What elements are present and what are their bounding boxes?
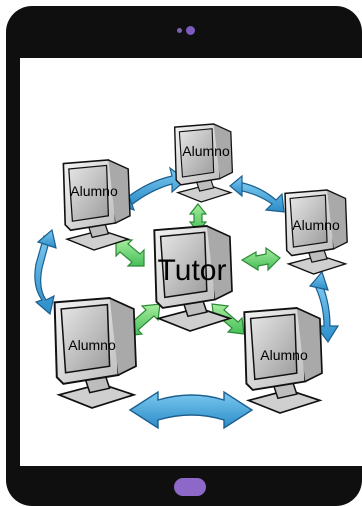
node-label: Alumno: [292, 217, 340, 233]
arrow-icon: [115, 239, 145, 267]
tutor-node: Tutor: [153, 225, 233, 332]
arrow-icon: [36, 228, 57, 249]
home-button[interactable]: [174, 478, 206, 496]
node-label: Alumno: [260, 347, 308, 363]
student-node: Alumno: [62, 159, 131, 251]
student-node: Alumno: [173, 123, 234, 203]
arrow-icon: [123, 166, 187, 207]
student-node: Alumno: [243, 307, 323, 414]
screen: Alumno Alumno Alumno Tutor Alumno Alumno: [20, 58, 362, 466]
arrow-icon: [308, 270, 329, 291]
student-node: Alumno: [53, 297, 137, 409]
arrow-icon: [237, 181, 285, 213]
arrow-icon: [314, 283, 340, 344]
arrow-icon: [240, 246, 281, 272]
double-arrow-icon: [128, 390, 254, 430]
node-label: Alumno: [182, 143, 230, 159]
student-node: Alumno: [284, 189, 348, 275]
network-diagram: Alumno Alumno Alumno Tutor Alumno Alumno: [34, 123, 348, 430]
node-label: Alumno: [68, 337, 116, 353]
arrow-icon: [34, 235, 55, 316]
camera-icon: [177, 26, 195, 36]
node-label: Alumno: [70, 183, 118, 199]
arrow-icon: [229, 174, 243, 198]
tutor-label: Tutor: [158, 254, 227, 287]
